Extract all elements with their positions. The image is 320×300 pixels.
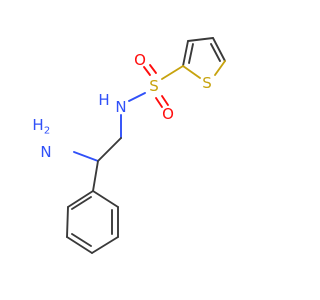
atom-labels: S S O O N H H 2 N xyxy=(32,51,211,161)
bond-so-bottom-2 xyxy=(161,95,169,106)
bond-ph-6 xyxy=(92,190,119,208)
bond-ph-1-inner xyxy=(71,196,92,210)
bond-ph-3-inner xyxy=(71,233,92,247)
bond-s-c2 xyxy=(182,65,201,79)
bond-s-n xyxy=(128,92,146,102)
bond-ch-phenyl xyxy=(92,160,99,192)
bond-c3-c4 xyxy=(187,37,214,42)
amide-n-label: N xyxy=(115,98,126,116)
bond-c2-c3-inner xyxy=(188,43,194,64)
sulfonyl-s-label: S xyxy=(149,77,159,95)
thiophene-s-label: S xyxy=(202,74,212,92)
bond-ph-4 xyxy=(91,236,119,254)
bond-ph-3 xyxy=(66,236,93,254)
amine-n-label: N xyxy=(40,143,51,161)
chemical-structure: S S O O N H H 2 N xyxy=(32,37,226,254)
amine-h2-subscript: 2 xyxy=(44,126,50,137)
amide-h-label: H xyxy=(98,91,109,109)
bond-c2-sulfonyl xyxy=(161,65,184,80)
bond-c5-s xyxy=(214,60,226,76)
oxygen-top-label: O xyxy=(134,51,146,69)
bond-c2-c3 xyxy=(182,40,189,67)
bond-so-top-2 xyxy=(149,64,157,74)
oxygen-bottom-label: O xyxy=(162,105,174,123)
bond-c4-c5-inner xyxy=(210,43,221,62)
amine-h2-label: H xyxy=(32,116,43,134)
bond-ph-2 xyxy=(66,206,69,238)
bond-ph-1 xyxy=(67,190,94,208)
bond-so-top-1 xyxy=(143,66,151,76)
bond-ch-nh2 xyxy=(73,151,99,162)
bond-c4-c5 xyxy=(212,37,226,62)
bond-ch2-ch xyxy=(97,137,122,162)
bond-so-bottom-1 xyxy=(155,97,163,108)
bond-lines xyxy=(66,37,226,254)
